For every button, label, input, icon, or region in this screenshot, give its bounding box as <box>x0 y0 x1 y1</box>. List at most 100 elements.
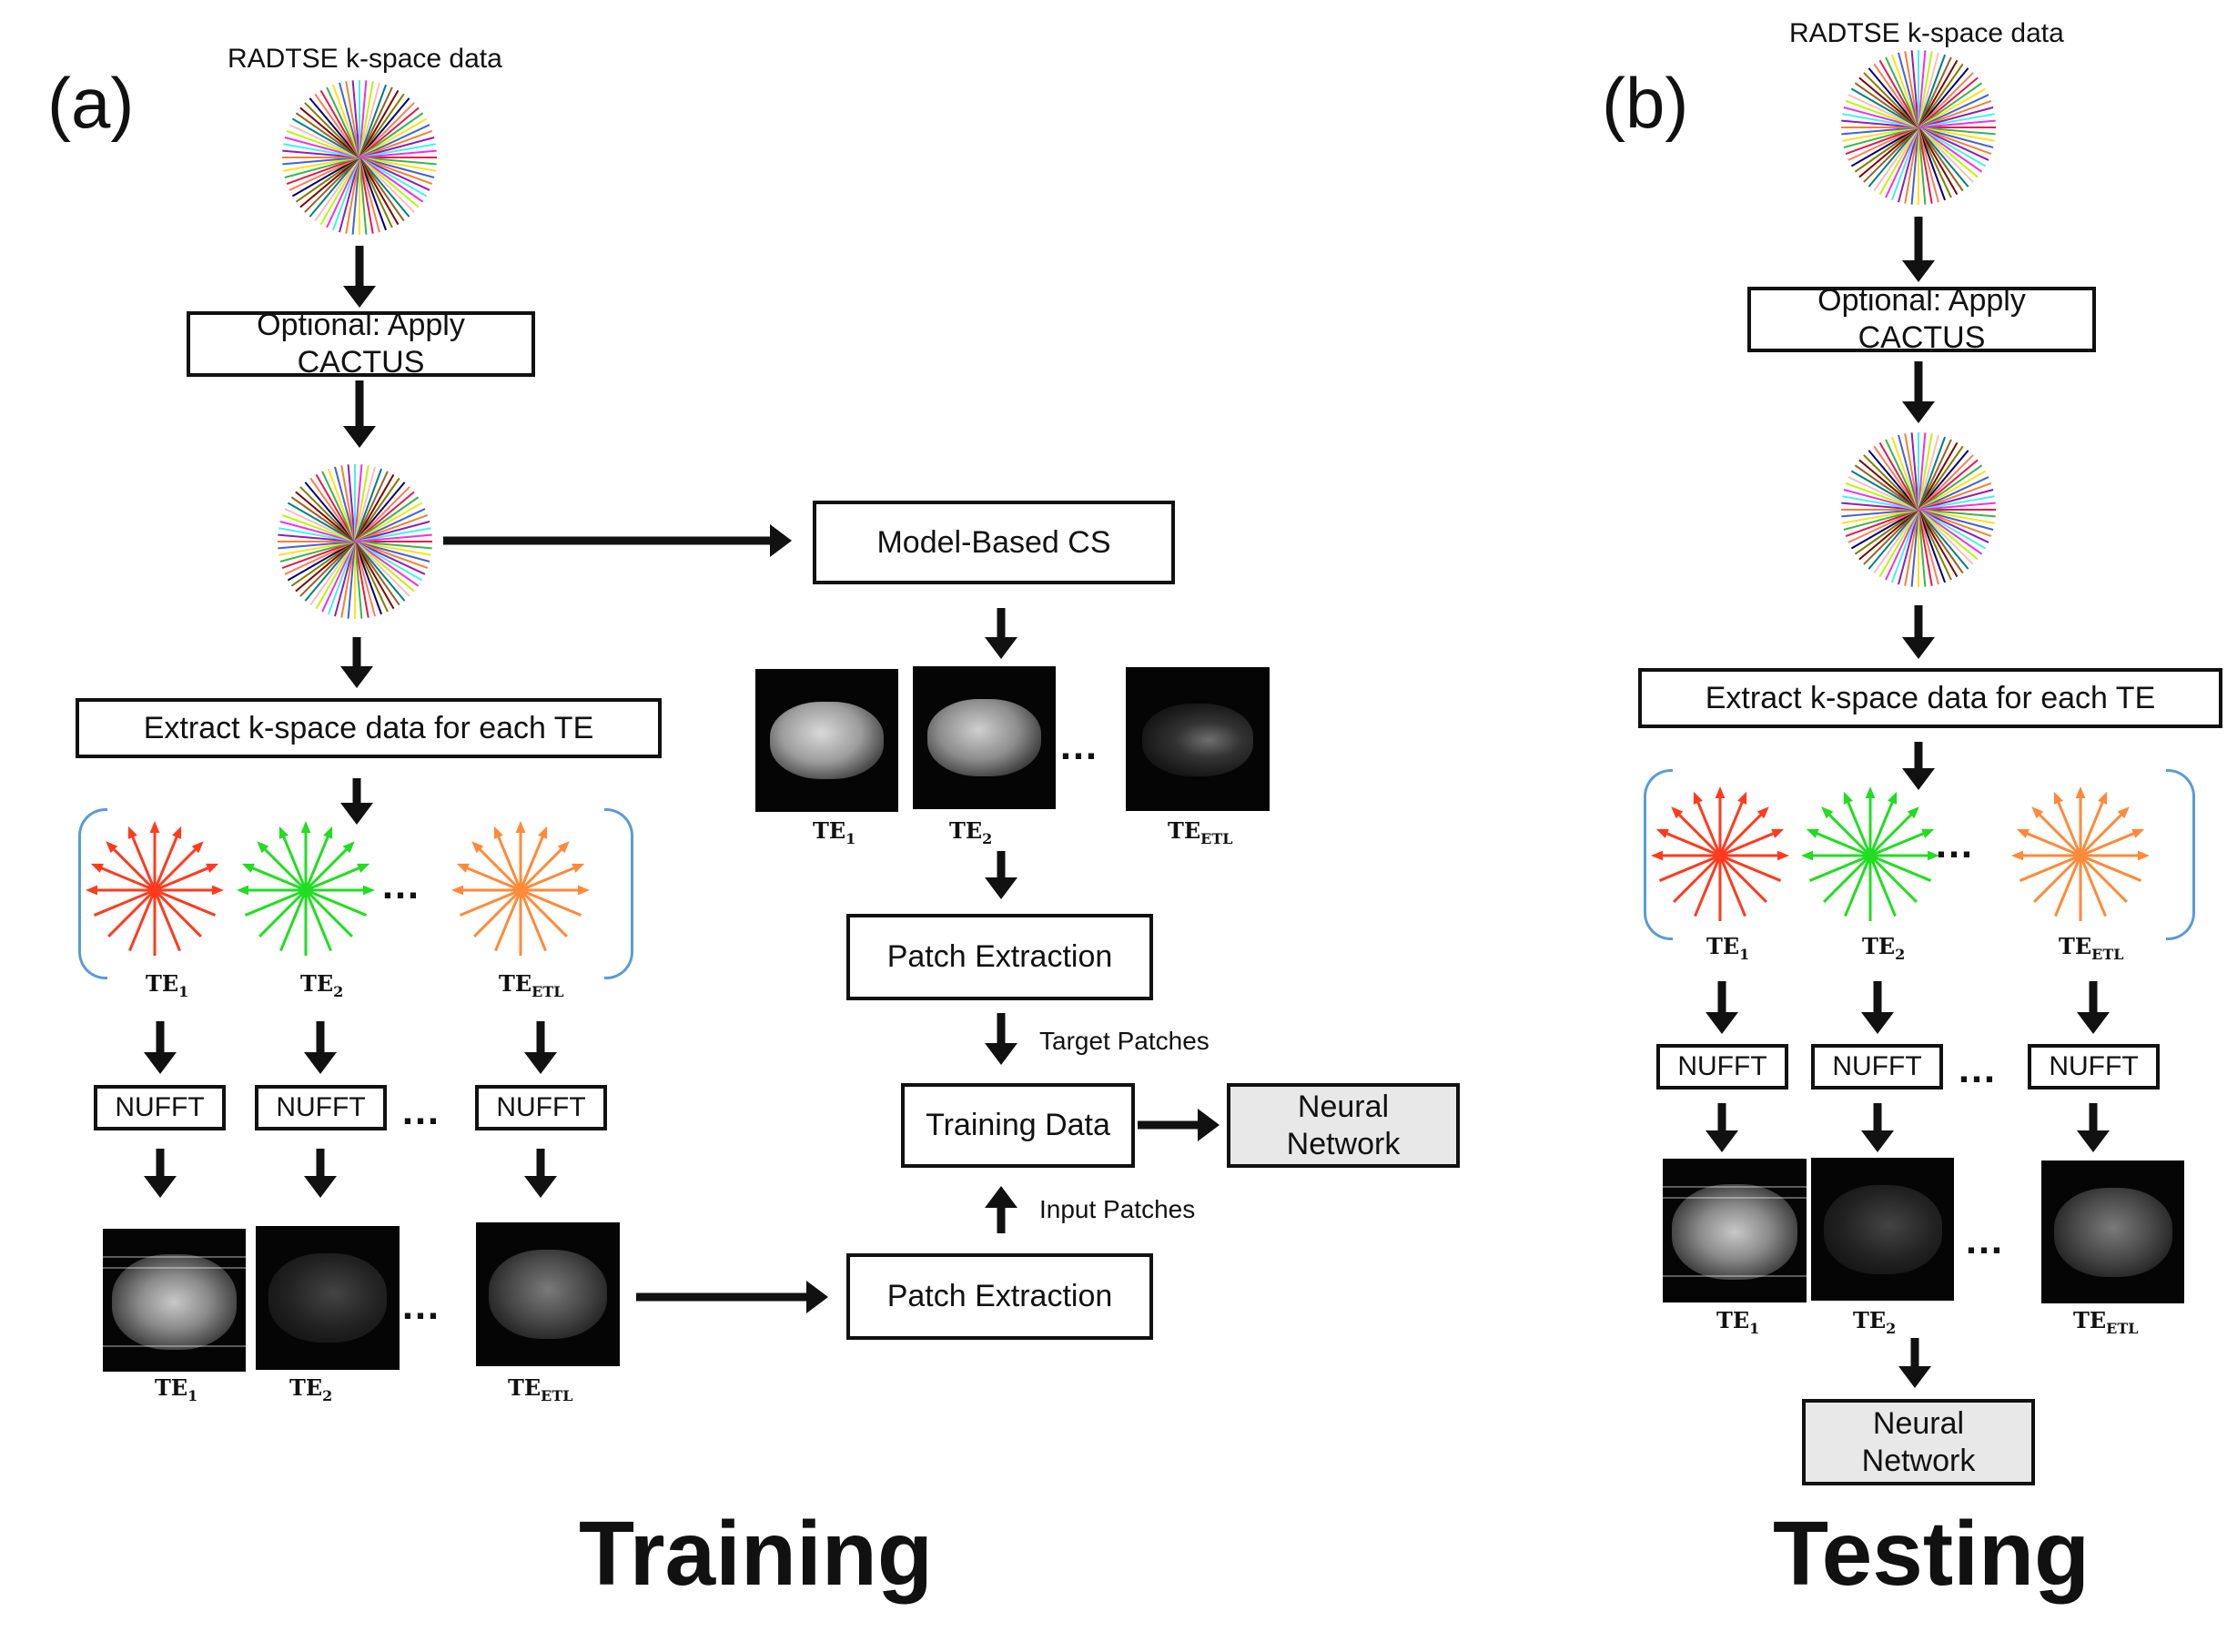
panel-a-kspace-wheel-spoke <box>291 117 360 158</box>
panel-a-cactus-wheel-spoke <box>304 541 356 602</box>
panel-b-kspace-wheel-spoke <box>1910 50 1919 128</box>
panel-a-cactus-wheel-spoke <box>278 541 356 550</box>
panel-a-cactus-wheel-spoke <box>354 473 395 542</box>
panel-a-cactus-wheel-spoke <box>347 541 356 619</box>
panel-a-fan-te2-arrowhead <box>342 841 355 854</box>
panel-b-kspace-wheel-spoke <box>1873 127 1919 192</box>
panel-b-fan-teetl-arrowhead <box>2117 806 2130 819</box>
panel-a-kspace-wheel-spoke <box>359 81 374 158</box>
panel-a-kspace-wheel-spoke <box>359 157 420 208</box>
panel-b-kspace-wheel-spoke <box>1918 127 1939 203</box>
panel-b-kspace-wheel-spoke <box>1918 63 1964 128</box>
panel-a-fan-te2-spoke <box>305 864 368 892</box>
panel-a-nufft-image-te1 <box>103 1229 246 1372</box>
panel-a-kspace-wheel-spoke <box>359 124 430 158</box>
panel-a-cactus-wheel-spoke <box>279 521 356 542</box>
panel-a-cactus-wheel-spoke <box>354 541 389 613</box>
panel-a-arrow-kspace-to-cactus-head <box>343 286 376 308</box>
panel-a-kspace-wheel-spoke <box>339 157 360 233</box>
panel-a-fan-teetl-arrowhead <box>557 841 570 854</box>
panel-a-cactus-wheel-spoke <box>354 541 383 615</box>
panel-b-fan-teetl-spoke <box>2019 854 2081 882</box>
panel-b-kspace-wheel-spoke <box>1858 127 1919 178</box>
panel-b-fan-te1-arrowhead <box>1655 828 1669 838</box>
panel-a-kspace-wheel-spoke <box>345 81 360 158</box>
panel-b-fan-teetl-spoke <box>2054 855 2082 917</box>
panel-b-kspace-wheel-spoke <box>1854 127 1919 173</box>
panel-a-kspace-wheel-spoke <box>359 106 420 158</box>
panel-b-kspace-wheel-spoke <box>1918 127 1987 167</box>
panel-b-cactus-wheel-spoke <box>1898 434 1919 511</box>
panel-b-label: (b) <box>1602 63 1689 143</box>
panel-a-kspace-wheel-spoke <box>339 82 360 158</box>
panel-b-cactus-wheel-spoke <box>1918 509 1987 550</box>
panel-a-kspace-wheel-spoke <box>284 137 360 158</box>
panel-b-kspace-wheel-spoke <box>1918 127 1996 136</box>
panel-a-title: Training <box>579 1503 933 1605</box>
panel-a-cactus-wheel-spoke <box>287 502 356 542</box>
panel-b-fan-te1-arrowhead <box>1777 850 1789 861</box>
panel-a-cactus-wheel-spoke <box>347 464 356 542</box>
panel-a-patch-extraction-target: Patch Extraction <box>846 914 1153 1000</box>
panel-a-kspace-wheel-spoke <box>286 129 360 158</box>
panel-b-fan-teetl-arrowhead <box>2053 791 2063 805</box>
panel-b-fan-te1-arrowhead <box>1771 828 1785 838</box>
panel-a-model-cs-box: Model-Based CS <box>813 501 1175 584</box>
panel-a-cactus-wheel-spoke <box>354 541 395 610</box>
panel-b-cactus-wheel-spoke <box>1910 509 1919 587</box>
panel-a-kspace-wheel-spoke <box>359 157 430 191</box>
panel-a-kspace-wheel-spoke <box>299 157 360 208</box>
panel-b-cactus-wheel-spoke <box>1910 432 1919 511</box>
panel-b-cactus-wheel-spoke <box>1868 509 1919 570</box>
panel-a-fan-te2-spoke <box>304 843 353 892</box>
panel-a-kspace-wheel-spoke <box>326 157 360 228</box>
panel-a-fan-te2-spoke <box>244 864 307 892</box>
panel-a-kspace-wheel-spoke <box>309 97 360 158</box>
panel-a-fan-te1-spoke <box>153 828 181 891</box>
panel-b-kspace-wheel-spoke <box>1918 52 1939 128</box>
panel-b-fan-teetl <box>2011 786 2150 921</box>
panel-a-kspace-wheel-spoke <box>359 89 400 158</box>
panel-a-cs-ellipsis: … <box>1058 724 1104 768</box>
panel-b-image-teetl-label: TEETL <box>2073 1307 2139 1337</box>
panel-a-cactus-wheel-spoke <box>278 533 356 542</box>
panel-b-arrow-images-to-network-head <box>1898 1366 1931 1388</box>
panel-b-cactus-wheel-spoke <box>1918 439 1952 511</box>
panel-a-target-patches-label: Target Patches <box>1039 1027 1210 1055</box>
panel-b-arrow-te1-to-nufft-head <box>1706 1012 1738 1034</box>
panel-a-spoke-teetl-label: TEETL <box>499 970 564 1000</box>
panel-b-fan-te1-spoke <box>1694 855 1722 917</box>
panel-a-arrow-cs-to-images-head <box>985 637 1017 659</box>
panel-b-fan-teetl-spoke <box>2033 854 2082 903</box>
panel-a-patch-extraction-input: Patch Extraction <box>846 1253 1153 1340</box>
panel-a-nufft-teetl: NUFFT <box>475 1085 607 1130</box>
panel-a-cactus-wheel-spoke <box>354 521 430 542</box>
panel-a-arrow-te2-to-nufft-head <box>304 1052 337 1074</box>
panel-a-kspace-wheel-spoke <box>359 157 410 218</box>
panel-a-fan-teetl-spoke <box>494 828 522 891</box>
panel-b-kspace-wheel-spoke <box>1918 54 1947 128</box>
panel-a-fan-teetl-spoke <box>519 889 547 952</box>
panel-b-title: Testing <box>1773 1503 2090 1605</box>
panel-a-spoke-ellipsis: … <box>380 863 426 907</box>
panel-b-nufft-ellipsis: … <box>1957 1047 2002 1091</box>
panel-a-kspace-wheel-spoke <box>359 93 405 158</box>
panel-b-cactus-wheel-spoke <box>1918 509 1974 565</box>
panel-a-cs-teetl-label: TEETL <box>1168 817 1233 847</box>
panel-a-kspace-wheel-spoke <box>314 93 360 158</box>
panel-b-cactus-wheel-spoke <box>1890 509 1919 583</box>
panel-a-kspace-wheel-spoke <box>319 89 360 158</box>
panel-b-kspace-wheel-spoke <box>1918 127 1994 148</box>
panel-a-cactus-wheel-spoke <box>354 502 423 542</box>
panel-a-cactus-wheel-spoke <box>334 541 356 617</box>
panel-a-kspace-wheel-spoke <box>359 82 380 158</box>
panel-a-fan-teetl-arrowhead <box>578 885 590 896</box>
panel-a-fan-teetl-spoke <box>520 888 582 917</box>
panel-b-cactus-wheel-spoke <box>1890 436 1919 511</box>
panel-b-nufft-image-teetl <box>2041 1160 2184 1303</box>
panel-b-fan-te1-spoke <box>1718 855 1746 917</box>
panel-a-kspace-wheel-spoke <box>359 157 415 213</box>
panel-a-cactus-wheel-spoke <box>327 541 356 615</box>
panel-a-nufft-image-te2 <box>256 1226 400 1370</box>
